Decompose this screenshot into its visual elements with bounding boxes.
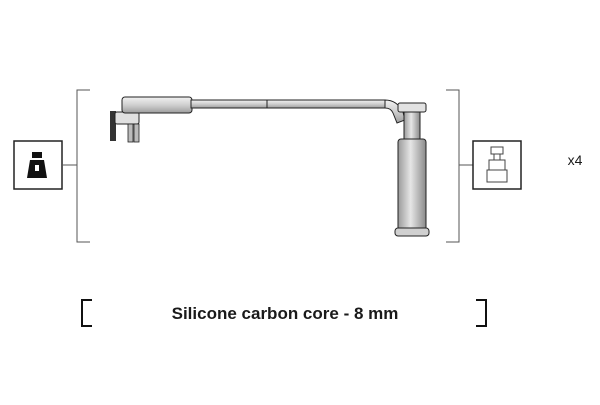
ignition-cable <box>190 99 406 124</box>
caption-text: Silicone carbon core - 8 mm <box>171 304 399 323</box>
coil-end-connector <box>110 96 193 143</box>
caption-left-bracket <box>81 299 92 327</box>
right-bracket <box>446 89 460 243</box>
quantity-label: x4 <box>567 152 583 168</box>
left-bracket <box>76 89 90 243</box>
caption-right-bracket <box>476 299 487 327</box>
spark-plug-boot-icon <box>472 140 522 190</box>
coil-terminal-icon <box>13 140 63 190</box>
spark-plug-boot <box>394 102 430 237</box>
